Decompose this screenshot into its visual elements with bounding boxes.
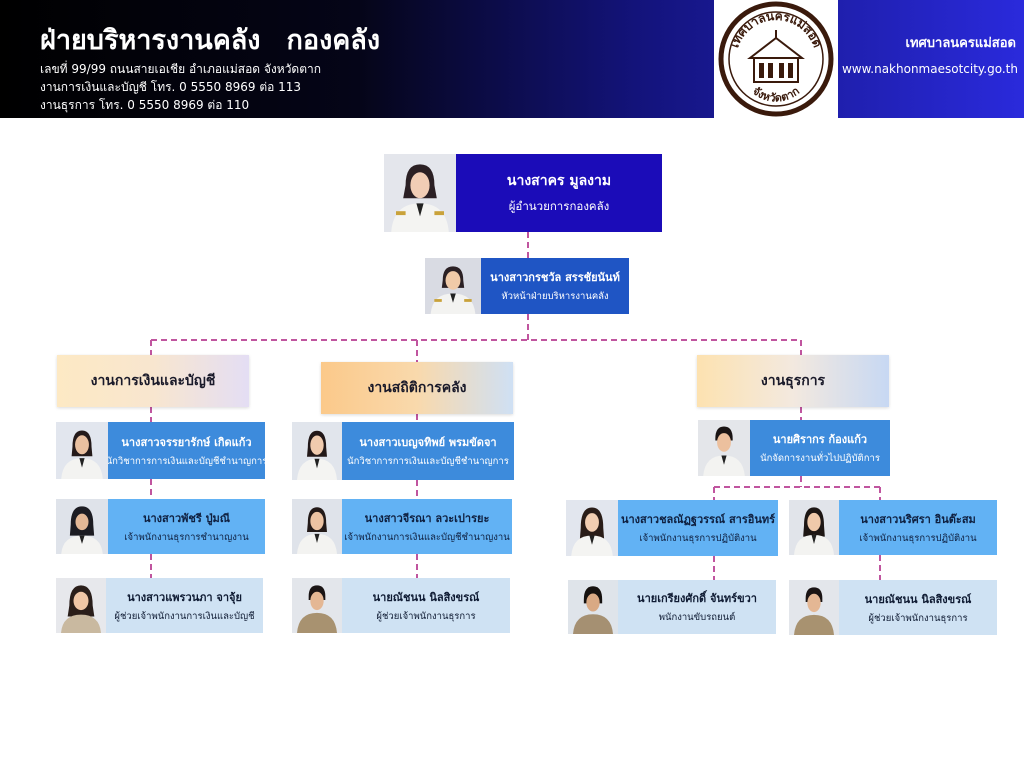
svg-text:จังหวัดตาก: จังหวัดตาก xyxy=(750,84,802,105)
page-title-department: ฝ่ายบริหารงานคลัง xyxy=(40,25,261,56)
staff-photo xyxy=(56,578,106,633)
page-title: ฝ่ายบริหารงานคลัง กองคลัง xyxy=(40,18,380,61)
statistics-staff-card-1[interactable]: นางสาวเบญจทิพย์ พรมขัดจา นักวิชาการการเง… xyxy=(292,422,514,480)
staff-photo xyxy=(566,500,618,556)
staff-photo xyxy=(56,422,108,479)
department-head-name: นางสาวกรชวัล สรรชัยนันท์ xyxy=(490,271,620,284)
admin-staff-card-2[interactable]: นางสาวชลณัฏฐวรรณ์ สารอินทร์ เจ้าพนักงานธ… xyxy=(566,500,778,556)
connector-admin-chain xyxy=(713,407,881,580)
staff-position: เจ้าพนักงานธุรการปฏิบัติงาน xyxy=(639,533,757,544)
statistics-staff-card-3[interactable]: นายณัชนน นิลสิงขรณ์ ผู้ช่วยเจ้าพนักงานธุ… xyxy=(292,578,510,633)
staff-photo xyxy=(789,500,839,555)
staff-name: นางสาวเบญจทิพย์ พรมขัดจา xyxy=(359,436,497,449)
staff-photo xyxy=(789,580,839,635)
staff-photo xyxy=(292,422,342,480)
portrait-icon xyxy=(56,499,108,554)
director-name: นางสาคร มูลงาม xyxy=(506,173,612,189)
staff-photo xyxy=(292,578,342,633)
staff-position: เจ้าพนักงานการเงินและบัญชีชำนาญงาน xyxy=(344,531,510,543)
director-position: ผู้อำนวยการกองคลัง xyxy=(508,199,610,213)
admin-staff-card-4[interactable]: นายเกรียงศักดิ์ จันทร์ขวา พนักงานขับรถยน… xyxy=(568,580,776,634)
statistics-staff-card-2[interactable]: นางสาวจีรณา ลวะเปารยะ เจ้าพนักงานการเงิน… xyxy=(292,499,512,554)
staff-position: นักวิชาการการเงินและบัญชีชำนาญการ xyxy=(108,455,265,467)
staff-position: พนักงานขับรถยนต์ xyxy=(658,612,736,623)
staff-photo xyxy=(698,420,750,476)
staff-name: นางสาวพัชรี ปู่มณี xyxy=(142,511,231,525)
portrait-icon xyxy=(292,499,342,554)
staff-photo xyxy=(292,499,342,554)
portrait-icon xyxy=(425,258,481,314)
portrait-icon xyxy=(384,154,456,232)
director-card[interactable]: นางสาคร มูลงาม ผู้อำนวยการกองคลัง xyxy=(384,154,662,232)
staff-name: นายเกรียงศักดิ์ จันทร์ขวา xyxy=(637,592,757,605)
admin-staff-card-5[interactable]: นายณัชนน นิลสิงขรณ์ ผู้ช่วยเจ้าพนักงานธุ… xyxy=(789,580,997,635)
portrait-icon xyxy=(789,500,839,555)
staff-position: ผู้ช่วยเจ้าพนักงานการเงินและบัญชี xyxy=(114,610,255,622)
staff-position: นักจัดการงานทั่วไปปฏิบัติการ xyxy=(760,453,880,464)
staff-name: นางสาวจรรยารักษ์ เกิดแก้ว xyxy=(121,435,252,449)
admin-staff-card-1[interactable]: นายศิรากร ก้องแก้ว นักจัดการงานทั่วไปปฏิ… xyxy=(698,420,890,476)
section-admin[interactable]: งานธุรการ xyxy=(697,355,889,407)
portrait-icon xyxy=(566,500,618,556)
organization-name: เทศบาลนครแม่สอด xyxy=(905,36,1016,51)
staff-position: เจ้าพนักงานธุรการปฏิบัติงาน xyxy=(859,532,977,544)
staff-name: นางสาวนริศรา อินต๊ะสม xyxy=(860,512,976,526)
section-statistics[interactable]: งานสถิติการคลัง xyxy=(321,362,513,414)
finance-phone-text: งานการเงินและบัญชี โทร. 0 5550 8969 ต่อ … xyxy=(40,80,302,94)
admin-phone-text: งานธุรการ โทร. 0 5550 8969 ต่อ 110 xyxy=(40,98,250,112)
portrait-icon xyxy=(292,422,342,480)
department-head-photo xyxy=(425,258,481,314)
page-title-division: กองคลัง xyxy=(286,25,381,56)
staff-name: นางสาวแพรวนภา จาจุ้ย xyxy=(127,590,242,604)
connector-head-branch xyxy=(150,314,802,363)
portrait-icon xyxy=(568,580,618,634)
staff-name: นายศิรากร ก้องแก้ว xyxy=(772,433,868,446)
seal-text-bottom: จังหวัดตาก xyxy=(750,84,802,105)
department-head-card[interactable]: นางสาวกรชวัล สรรชัยนันท์ หัวหน้าฝ่ายบริห… xyxy=(425,258,629,314)
director-photo xyxy=(384,154,456,232)
section-finance[interactable]: งานการเงินและบัญชี xyxy=(57,355,249,407)
staff-photo xyxy=(568,580,618,634)
portrait-icon xyxy=(56,422,108,479)
portrait-icon xyxy=(789,580,839,635)
staff-position: นักวิชาการการเงินและบัญชีชำนาญการ xyxy=(347,456,509,467)
website-link[interactable]: www.nakhonmaesotcity.go.th xyxy=(841,62,1018,76)
header-banner: ฝ่ายบริหารงานคลัง กองคลัง เลขที่ 99/99 ถน… xyxy=(0,0,1024,118)
address-text: เลขที่ 99/99 ถนนสายเอเชีย อำเภอแม่สอด จั… xyxy=(40,62,322,76)
staff-position: เจ้าพนักงานธุรการชำนาญงาน xyxy=(124,531,249,543)
admin-staff-card-3[interactable]: นางสาวนริศรา อินต๊ะสม เจ้าพนักงานธุรการป… xyxy=(789,500,997,555)
staff-position: ผู้ช่วยเจ้าพนักงานธุรการ xyxy=(868,612,968,624)
staff-photo xyxy=(56,499,108,554)
municipality-seal-icon: เทศบาลนครแม่สอด จังหวัดตาก xyxy=(714,0,838,118)
portrait-icon xyxy=(292,578,342,633)
staff-name: นางสาวจีรณา ลวะเปารยะ xyxy=(364,511,490,525)
portrait-icon xyxy=(56,578,106,633)
staff-position: ผู้ช่วยเจ้าพนักงานธุรการ xyxy=(376,610,476,622)
finance-staff-card-3[interactable]: นางสาวแพรวนภา จาจุ้ย ผู้ช่วยเจ้าพนักงานก… xyxy=(56,578,263,633)
staff-name: นายณัชนน นิลสิงขรณ์ xyxy=(372,590,480,604)
staff-name: นายณัชนน นิลสิงขรณ์ xyxy=(864,592,972,606)
staff-name: นางสาวชลณัฏฐวรรณ์ สารอินทร์ xyxy=(620,513,776,526)
finance-staff-card-1[interactable]: นางสาวจรรยารักษ์ เกิดแก้ว นักวิชาการการเ… xyxy=(56,422,265,479)
finance-staff-card-2[interactable]: นางสาวพัชรี ปู่มณี เจ้าพนักงานธุรการชำนา… xyxy=(56,499,265,554)
portrait-icon xyxy=(698,420,750,476)
department-head-position: หัวหน้าฝ่ายบริหารงานคลัง xyxy=(501,291,609,302)
